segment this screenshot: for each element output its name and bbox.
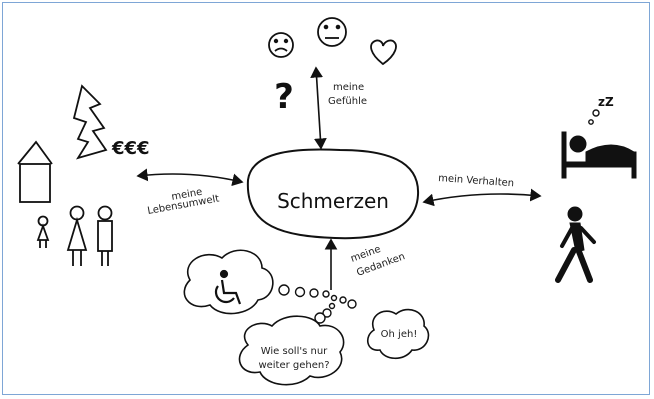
center-label: Schmerzen: [277, 189, 389, 213]
worry-text-1: Wie soll's nur: [261, 346, 328, 357]
arrow-behavior: [422, 188, 542, 207]
oh-jeh-thought-bubble: Oh jeh!: [367, 308, 430, 360]
wheelchair-icon: [214, 269, 242, 305]
walking-person-icon: [555, 206, 596, 283]
heart-icon: [370, 39, 397, 66]
family-icon: [36, 205, 113, 266]
lightning-icon: [72, 84, 108, 160]
house-icon: [17, 140, 53, 203]
sad-face-icon: [268, 32, 294, 58]
behavior-label: mein Verhalten: [438, 173, 515, 189]
thought-dots: [278, 284, 357, 324]
question-mark: ?: [274, 77, 294, 117]
money-symbol: €€€: [111, 138, 150, 159]
sleep-symbol: zZ: [598, 95, 614, 109]
environment-label-1: meine: [171, 187, 204, 203]
worry-text-2: weiter gehen?: [258, 360, 329, 371]
worry-thought-bubble: Wie soll's nur weiter gehen?: [238, 315, 345, 386]
feelings-label-2: Gefühle: [328, 96, 367, 107]
oh-jeh-text: Oh jeh!: [381, 329, 418, 340]
center-node: Schmerzen: [246, 148, 420, 240]
arrow-environment: [136, 168, 244, 187]
feelings-label-1: meine: [333, 82, 364, 93]
sleeping-bed-icon: [561, 109, 637, 179]
wheelchair-thought-bubble: [183, 249, 274, 315]
neutral-face-icon: [317, 17, 347, 47]
arrow-feelings: [310, 66, 327, 150]
